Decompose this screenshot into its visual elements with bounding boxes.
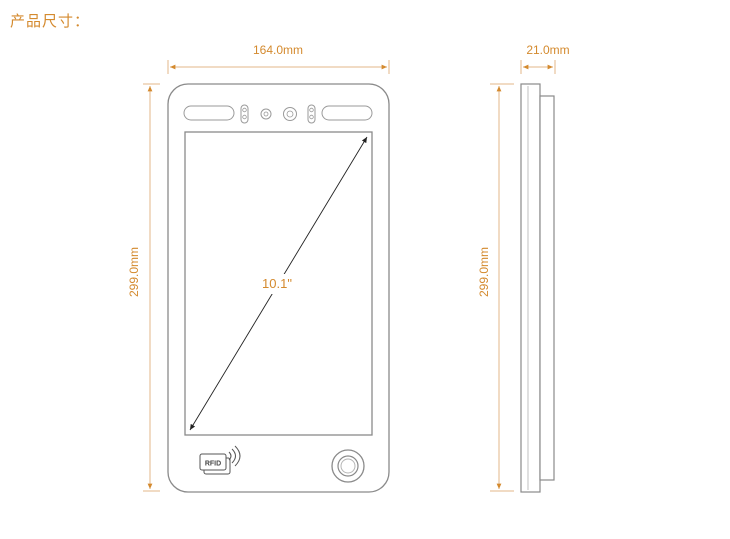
side-depth-dimension: 21.0mm	[520, 43, 570, 74]
right-light-strip	[321, 105, 373, 121]
side-height-label: 299.0mm	[477, 247, 491, 297]
front-height-label: 299.0mm	[127, 247, 141, 297]
side-depth-label: 21.0mm	[526, 43, 569, 57]
front-sensor-bar	[183, 104, 373, 124]
fingerprint-sensor-icon	[331, 449, 365, 483]
side-height-dimension: 299.0mm	[477, 83, 514, 492]
right-sensor-icon	[307, 104, 316, 124]
device-side-outline	[520, 83, 555, 493]
front-width-dimension: 164.0mm	[167, 43, 390, 74]
left-sensor-icon	[240, 104, 249, 124]
front-view: 164.0mm 299.0mm	[127, 43, 390, 493]
section-title: 产品尺寸：	[10, 12, 91, 30]
side-view: 21.0mm 299.0mm	[477, 43, 570, 493]
small-camera-icon	[260, 108, 272, 120]
front-width-label: 164.0mm	[253, 43, 303, 57]
rfid-icon: RFID	[199, 445, 241, 475]
screen-diagonal-dimension: 10.1"	[189, 136, 368, 431]
left-light-strip	[183, 105, 235, 121]
main-camera-icon	[283, 107, 297, 121]
rfid-label: RFID	[205, 461, 221, 468]
front-height-dimension: 299.0mm	[127, 83, 160, 492]
screen-diagonal-label: 10.1"	[262, 276, 292, 291]
